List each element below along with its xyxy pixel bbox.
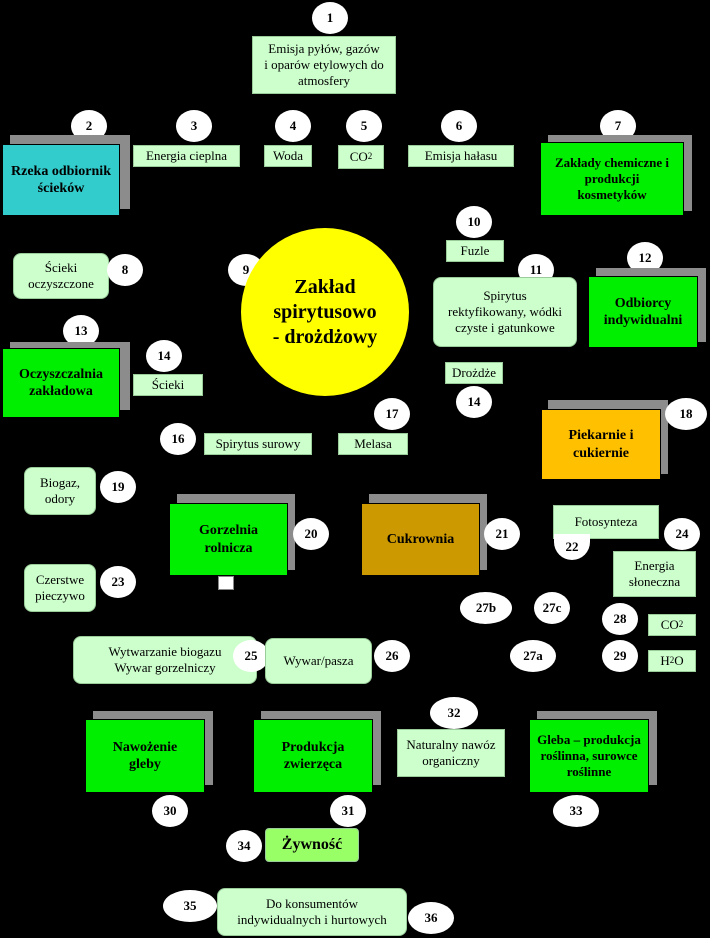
odbiorcy-node: Odbiorcy indywidualni — [588, 276, 698, 348]
cukrownia-node: Cukrownia — [361, 503, 480, 576]
energia-cieplna-label: Energia cieplna — [133, 145, 240, 167]
melasa-label: Melasa — [338, 433, 408, 455]
number-36: 36 — [408, 902, 454, 934]
number-27b: 27b — [458, 592, 512, 624]
number-23: 23 — [100, 566, 136, 598]
number-8: 8 — [107, 254, 143, 286]
number-20: 20 — [293, 518, 329, 550]
number-6: 6 — [441, 110, 477, 142]
emisja-pylow-label: Emisja pyłów, gazów i oparów etylowych d… — [252, 36, 396, 94]
rzeka-node: Rzeka odbiornik ścieków — [2, 144, 120, 216]
wytwarzanie-biogazu-label: Wytwarzanie biogazu Wywar gorzelniczy — [73, 636, 257, 684]
number-19: 19 — [100, 471, 136, 503]
number-29: 29 — [602, 640, 638, 672]
scieki-oczyszczone-label: Ścieki oczyszczone — [13, 253, 109, 299]
number-21: 21 — [484, 518, 520, 550]
fotosynteza-label: Fotosynteza — [553, 505, 659, 539]
number-28: 28 — [602, 603, 638, 635]
number-26: 26 — [374, 640, 410, 672]
woda-label: Woda — [264, 145, 312, 167]
fuzle-label: Fuzle — [446, 240, 504, 262]
number-27a: 27a — [510, 640, 556, 672]
h2o-sub: 2 — [669, 655, 675, 666]
number-5: 5 — [346, 110, 382, 142]
number-13: 13 — [63, 315, 99, 347]
number-10: 10 — [456, 206, 492, 238]
number-33: 33 — [553, 795, 601, 827]
number-35: 35 — [163, 890, 217, 922]
number-17: 17 — [374, 398, 410, 430]
number-3: 3 — [176, 110, 212, 142]
emisja-halasu-label: Emisja hałasu — [408, 145, 514, 167]
co2-top-sub: 2 — [367, 151, 373, 162]
number-14-right: 14 — [456, 386, 492, 418]
gleba-node: Gleba – produkcja roślinna, surowce rośl… — [529, 719, 649, 793]
number-27c: 27c — [534, 592, 570, 624]
number-34: 34 — [226, 830, 262, 862]
piekarnie-node: Piekarnie i cukiernie — [541, 409, 661, 480]
czerstwe-label: Czerstwe pieczywo — [24, 564, 96, 612]
biogaz-label: Biogaz, odory — [24, 467, 96, 515]
co2-small-sub: 2 — [678, 619, 684, 630]
number-25: 25 — [233, 640, 269, 672]
naturalny-nawoz-label: Naturalny nawóz organiczny — [397, 729, 505, 777]
number-14-left: 14 — [146, 340, 182, 372]
number-22: 22 — [554, 534, 590, 560]
wywar-label: Wywar/pasza — [265, 638, 372, 684]
spirytus-surowy-label: Spirytus surowy — [204, 433, 312, 455]
number-16: 16 — [160, 423, 196, 455]
number-1: 1 — [312, 2, 348, 34]
h2o-pre: H — [660, 652, 670, 668]
zaklad-spirytusowo-node: Zakład spirytusowo - drożdżowy — [241, 228, 409, 396]
h2o-post: O — [674, 652, 684, 668]
number-4: 4 — [275, 110, 311, 142]
spirytus-rektyfikowany-label: Spirytus rektyfikowany, wódki czyste i g… — [433, 277, 577, 347]
gorzelnia-connector — [218, 576, 234, 590]
oczyszczalnia-node: Oczyszczalnia zakładowa — [2, 348, 120, 418]
zaklady-chemiczne-node: Zakłady chemiczne i produkcji kosmetyków — [540, 142, 684, 216]
co2-top-text: CO — [349, 148, 368, 164]
number-24: 24 — [664, 518, 700, 550]
number-30: 30 — [152, 795, 188, 827]
do-konsumentow-label: Do konsumentów indywidualnych i hurtowyc… — [217, 888, 407, 936]
number-31: 31 — [330, 795, 366, 827]
produkcja-zwierzeca-node: Produkcja zwierzęca — [253, 719, 373, 793]
energia-sloneczna-label: Energia słoneczna — [613, 551, 696, 597]
gorzelnia-node: Gorzelnia rolnicza — [169, 503, 288, 576]
drozdze-label: Drożdże — [445, 362, 503, 384]
zywnosc-label: Żywność — [265, 828, 359, 862]
nawozenie-node: Nawożenie gleby — [85, 719, 205, 793]
number-32: 32 — [430, 697, 478, 729]
number-18: 18 — [665, 398, 707, 430]
scieki-label: Ścieki — [133, 374, 203, 396]
co2-small-text: CO — [660, 616, 679, 632]
